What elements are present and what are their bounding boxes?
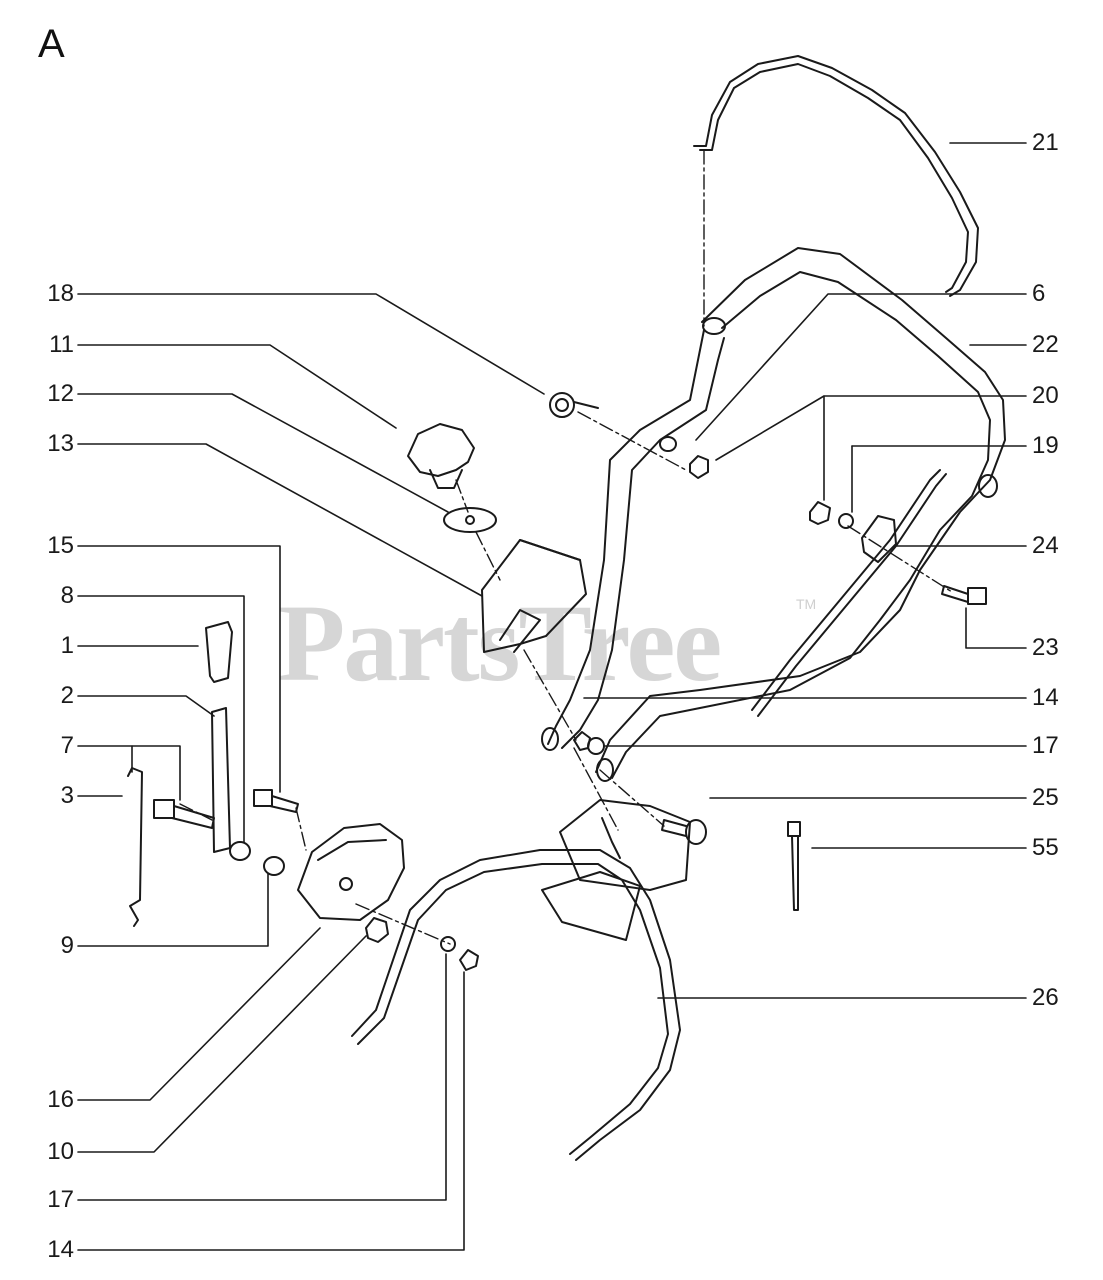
part-23-bolt — [942, 586, 986, 604]
section-letter: A — [38, 22, 65, 66]
watermark-tm: TM — [796, 596, 817, 612]
callout-17-right: 17 — [1032, 732, 1059, 759]
callout-1: 1 — [60, 632, 74, 659]
callout-25: 25 — [1032, 784, 1059, 811]
callout-17-lower: 17 — [47, 1186, 74, 1213]
callout-14-right: 14 — [1032, 684, 1059, 711]
part-13-bracket — [482, 540, 586, 652]
part-10-nut — [366, 918, 388, 942]
part-19-washer — [839, 514, 853, 528]
part-8-washer — [230, 842, 250, 860]
callout-8: 8 — [60, 582, 74, 609]
part-25-bolt — [662, 820, 706, 844]
part-1-grip — [206, 622, 232, 682]
part-24-clip — [752, 470, 946, 716]
part-17-washer-low — [441, 937, 455, 951]
part-14-nut-low — [460, 950, 478, 970]
callout-9: 9 — [60, 932, 74, 959]
callout-15: 15 — [47, 532, 74, 559]
callout-14-lower: 14 — [47, 1236, 74, 1263]
callout-12: 12 — [47, 380, 74, 407]
part-15-bolt — [254, 790, 298, 812]
callout-21: 21 — [1032, 129, 1059, 156]
part-21-bail — [694, 56, 978, 296]
part-2-rod — [212, 708, 230, 852]
part-18-eye-bolt — [550, 393, 598, 417]
callout-6: 6 — [1032, 280, 1046, 307]
callout-16: 16 — [47, 1086, 74, 1113]
callout-20: 20 — [1032, 382, 1059, 409]
part-14-nut-upper — [690, 456, 708, 478]
part-3-link-rod — [128, 768, 142, 926]
callout-2: 2 — [60, 682, 74, 709]
callout-13: 13 — [47, 430, 74, 457]
callout-10: 10 — [47, 1138, 74, 1165]
callout-22: 22 — [1032, 331, 1059, 358]
callout-24: 24 — [1032, 532, 1059, 559]
part-7-bolt — [154, 800, 214, 828]
part-12-washer — [444, 508, 496, 532]
part-20-nut — [810, 502, 830, 524]
callout-55: 55 — [1032, 834, 1059, 861]
part-6-washer — [660, 437, 676, 451]
part-55-cable-tie — [788, 822, 800, 910]
watermark-text: PartsTree — [278, 582, 722, 704]
part-11-knob — [408, 424, 474, 488]
callout-26: 26 — [1032, 984, 1059, 1011]
callout-3: 3 — [60, 782, 74, 809]
callout-18: 18 — [47, 280, 74, 307]
part-9-spacer — [264, 857, 284, 875]
part-16-sector — [298, 824, 404, 920]
part-22-upper-handle — [542, 248, 1005, 781]
part-26-lower-handle — [352, 800, 690, 1160]
callout-23: 23 — [1032, 634, 1059, 661]
part-17-washer-mid — [588, 738, 604, 754]
callout-11: 11 — [49, 331, 74, 358]
callout-7: 7 — [60, 732, 74, 759]
callout-19: 19 — [1032, 432, 1059, 459]
